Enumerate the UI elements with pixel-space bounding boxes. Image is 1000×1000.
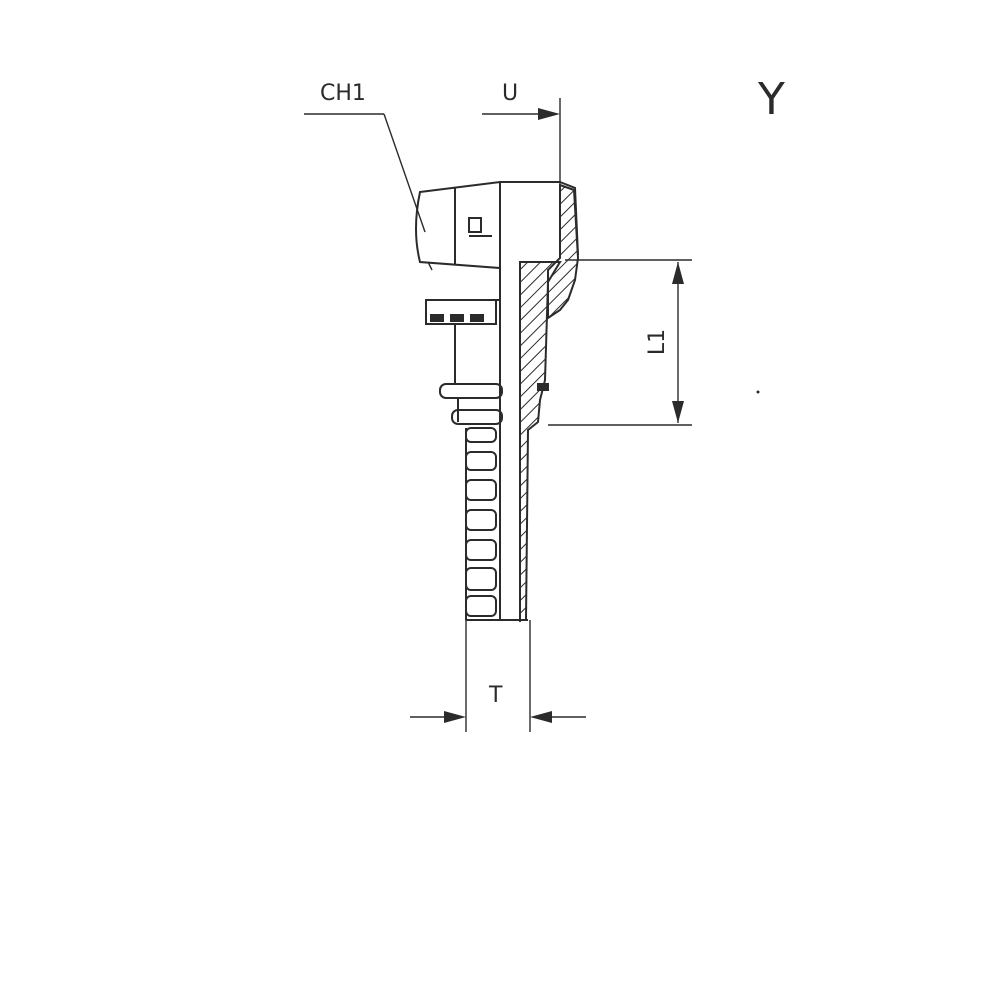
ch1-label: CH1 — [320, 81, 366, 106]
scan-dot — [756, 390, 760, 394]
dimension-u: U — [482, 81, 561, 186]
dimension-ch1: CH1 — [304, 81, 426, 233]
t-label: T — [488, 683, 503, 708]
dimension-t: T — [410, 620, 586, 732]
nut-thread-section — [547, 183, 580, 320]
dimension-l1: L1 — [548, 259, 692, 426]
hex-nut — [415, 180, 579, 271]
hose-tail — [465, 427, 528, 621]
variant-letter: Y — [757, 74, 785, 125]
l1-label: L1 — [645, 329, 670, 355]
fitting-neck — [439, 324, 503, 425]
nut-collar — [425, 299, 500, 325]
u-label: U — [502, 81, 518, 106]
